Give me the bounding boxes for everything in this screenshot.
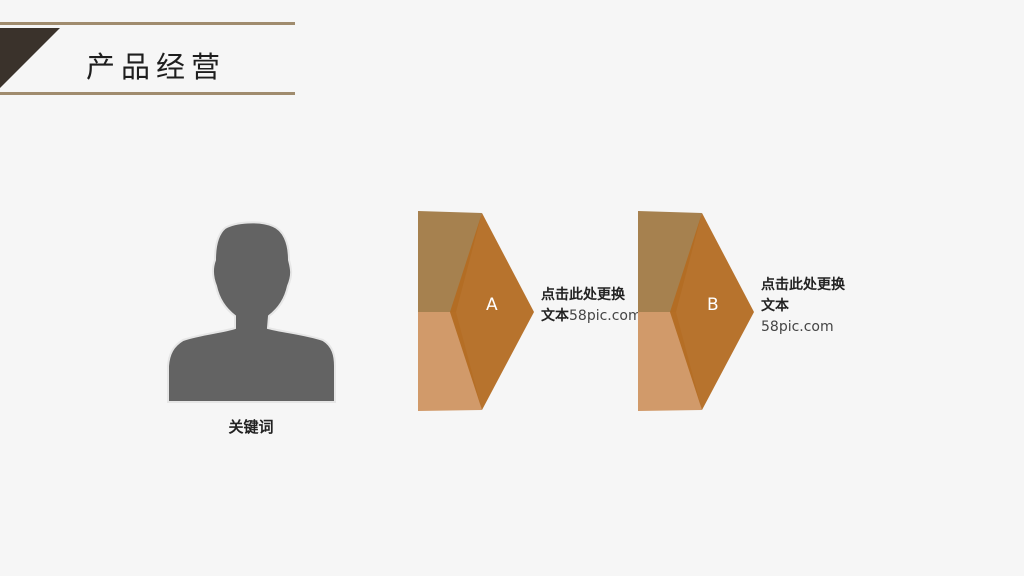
step-b-desc-line1: 点击此处更换 [761, 277, 845, 293]
step-b-letter: B [707, 295, 719, 315]
step-a-description: 点击此处更换 文本58pic.com [541, 285, 642, 327]
page-title: 产品经营 [86, 50, 227, 84]
step-a-letter: A [486, 295, 498, 315]
person-keyword-label: 关键词 [228, 418, 274, 436]
title-band: 产品经营 [0, 22, 295, 96]
step-b-desc-site: 58pic.com [761, 319, 834, 335]
step-b-desc-line2: 文本 [761, 298, 789, 314]
chevron-shape-a [418, 211, 534, 411]
title-bottom-rule [0, 92, 295, 95]
step-a-desc-site: 58pic.com [569, 308, 642, 324]
title-corner-triangle [0, 28, 60, 88]
step-a-desc-line1: 点击此处更换 [541, 287, 625, 303]
step-a-desc-line2: 文本 [541, 308, 569, 324]
chevron-shape-b [638, 211, 754, 411]
person-silhouette-icon [167, 221, 336, 403]
step-b-description: 点击此处更换 文本 58pic.com [761, 275, 845, 338]
title-top-rule [0, 22, 295, 25]
